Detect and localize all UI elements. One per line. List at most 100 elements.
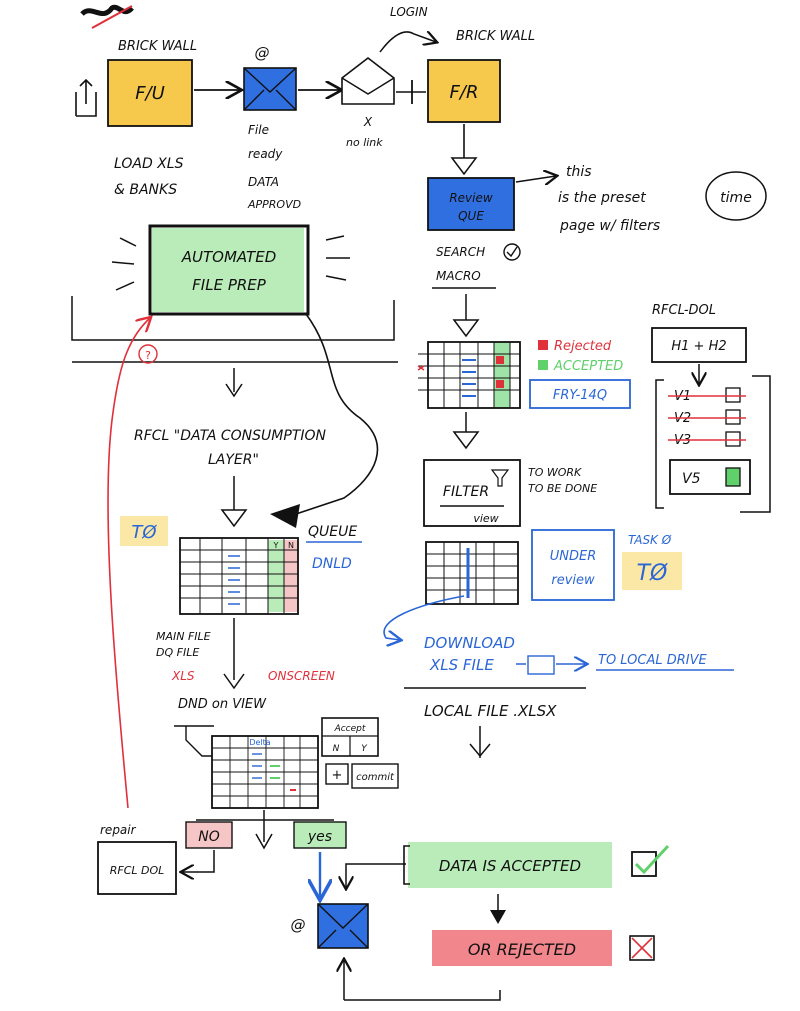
preset-note-line-1: this <box>566 164 592 180</box>
scribble-mark <box>80 4 134 29</box>
review-queue-line-1: Review <box>449 191 493 205</box>
no-to-repair-arrow <box>182 850 215 872</box>
login-label: LOGIN <box>390 5 428 19</box>
no-option-box[interactable] <box>185 821 233 849</box>
h1-h2-box <box>651 327 747 363</box>
view-grid <box>211 735 319 809</box>
to-work-line-1: TO WORK <box>528 466 582 479</box>
no-option-label: NO <box>198 829 220 845</box>
rfcl-dol-title: RFCL-DOL <box>652 303 716 318</box>
rejected-x-icon <box>631 937 653 959</box>
x-mark: X <box>363 115 373 129</box>
download-curve-arrow <box>383 595 465 640</box>
grid-col-n: N <box>288 541 294 550</box>
versions-bracket-right <box>740 375 771 513</box>
fry-14q-box[interactable] <box>529 379 631 409</box>
add-button-label: + <box>332 768 343 783</box>
emphasis-rays-left <box>111 237 137 291</box>
view-grid-col-head: Delta <box>249 738 270 747</box>
dnd-view-label: DND on VIEW <box>178 697 267 712</box>
time-bubble-label: time <box>720 190 752 206</box>
main-file-line-1: MAIN FILE <box>156 630 211 643</box>
commit-button[interactable] <box>351 763 399 789</box>
version-3-checkbox[interactable] <box>725 431 741 447</box>
h1-h2-label: H1 + H2 <box>671 339 726 354</box>
automated-line-1: AUTOMATED <box>181 248 277 266</box>
decision-arrowhead <box>255 833 273 850</box>
preset-note-line-3: page w/ filters <box>559 218 660 234</box>
no-link-label: no link <box>346 136 383 149</box>
envelope-icon-blue <box>243 67 297 111</box>
task-t0-highlight <box>622 552 682 590</box>
question-mark: ? <box>145 349 151 362</box>
accept-yes-option[interactable]: Y <box>361 744 368 754</box>
repair-rfcl-dol-box <box>97 841 177 895</box>
repair-label: repair <box>100 823 137 837</box>
check-mark-icon <box>506 246 518 258</box>
download-line-2: XLS FILE <box>429 656 494 674</box>
brick-wall-left-label: BRICK WALL <box>118 39 197 54</box>
repair-box-label: RFCL DOL <box>110 864 165 877</box>
automated-box-fill <box>152 228 304 312</box>
load-xls-line-2: & BANKS <box>114 182 177 198</box>
accepted-check-icon <box>634 844 670 875</box>
accept-label: Accept <box>334 724 366 734</box>
accepted-to-mail-arrow <box>346 863 406 888</box>
version-1-checkbox[interactable] <box>725 387 741 403</box>
review-queue-fill <box>428 178 514 230</box>
under-review-box[interactable] <box>531 529 615 601</box>
grid-col-y: Y <box>273 541 279 550</box>
local-file-label: LOCAL FILE .XLSX <box>424 702 557 720</box>
file-ready-line-1: File <box>248 123 269 137</box>
emphasis-rays-right <box>325 235 350 281</box>
file-ready-line-2: ready <box>248 147 283 161</box>
version-5-checkbox[interactable] <box>725 467 741 487</box>
under-review-line-1: UNDER <box>550 549 597 564</box>
arrowhead-results <box>452 319 480 338</box>
envelope-icon-open <box>341 56 395 105</box>
search-macro-line-1: SEARCH <box>436 245 485 259</box>
envelope-icon-bottom <box>317 903 369 949</box>
consumption-line-2: LAYER" <box>208 452 259 468</box>
legend-accepted-swatch <box>538 360 548 370</box>
filter-view-label: view <box>473 512 498 525</box>
file-ready-line-3: DATA <box>248 175 279 189</box>
version-2-checkbox[interactable] <box>725 409 741 425</box>
curve-arrowhead <box>270 504 300 528</box>
fr-box <box>427 59 501 123</box>
commit-button-label: commit <box>356 772 395 783</box>
task-t0-label: TØ <box>637 561 668 586</box>
curve-arrow-to-queue <box>289 313 379 517</box>
yes-option-box[interactable] <box>293 821 347 849</box>
main-file-line-2: DQ FILE <box>156 646 199 659</box>
legend-rejected-swatch <box>538 340 548 350</box>
filter-view-box[interactable] <box>423 459 521 527</box>
review-queue-line-2: QUE <box>458 209 484 223</box>
versions-bracket-left <box>655 379 664 509</box>
filter-label: FILTER <box>443 484 489 500</box>
filtered-grid <box>425 541 519 605</box>
file-ready-line-4: APPROVD <box>247 198 301 211</box>
arrowhead-filter <box>452 431 480 450</box>
dnld-label: DNLD <box>312 556 352 572</box>
accept-no-option[interactable]: N <box>333 744 340 754</box>
accepted-highlight <box>408 842 612 888</box>
review-queue-box[interactable] <box>427 177 515 231</box>
no-option-fill <box>186 822 232 848</box>
question-circle <box>138 344 158 364</box>
to-local-drive-label: TO LOCAL DRIVE <box>598 653 707 668</box>
t0-highlight <box>120 516 168 546</box>
fr-box-fill <box>428 60 500 122</box>
accepted-bracket <box>403 845 410 885</box>
fry-14q-label: FRY-14Q <box>553 388 607 403</box>
add-button-frame[interactable] <box>325 763 349 785</box>
view-connector <box>174 725 214 757</box>
t0-label: TØ <box>131 522 157 543</box>
yes-option-label: yes <box>307 829 332 845</box>
data-accepted-label: DATA IS ACCEPTED <box>439 857 581 875</box>
results-grid <box>417 341 521 409</box>
xls-label: XLS <box>171 669 195 683</box>
onscreen-label: ONSCREEN <box>268 669 335 683</box>
accept-panel[interactable] <box>321 717 379 757</box>
mail-at-symbol: @ <box>255 44 270 62</box>
